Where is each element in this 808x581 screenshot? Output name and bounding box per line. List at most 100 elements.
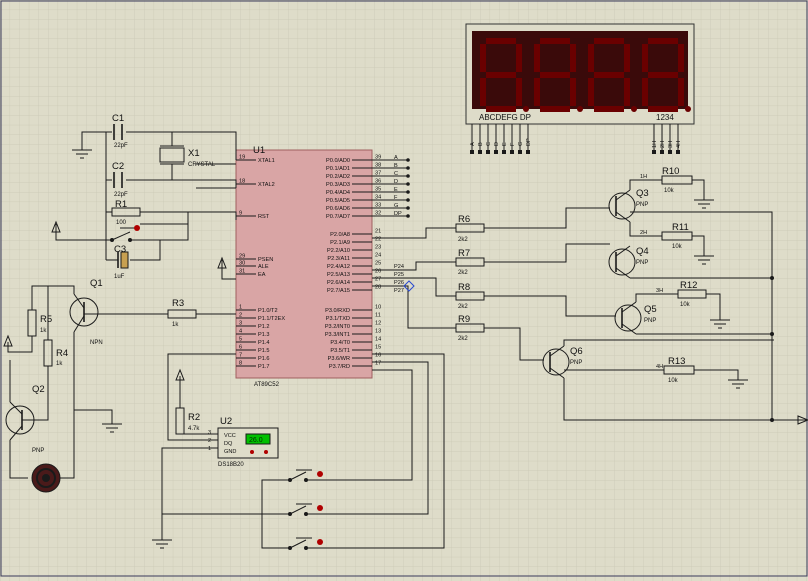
mcu-pin-name: P3.2/INT0: [325, 324, 350, 330]
display-digits: [480, 38, 691, 112]
net-1h: 1H: [640, 174, 647, 180]
disp-pin-dp: DP: [526, 138, 532, 146]
r13-ref: R13: [668, 356, 685, 367]
mcu-pin-num: 32: [375, 211, 381, 217]
reset-circuit: [51, 180, 237, 269]
mcu-pin-8: 8P1.7: [236, 361, 270, 370]
buzzer-driver: [3, 285, 236, 493]
q3-type: PNP: [636, 202, 648, 208]
r9-ref: R9: [458, 314, 470, 325]
disp-pin-c: C: [486, 142, 492, 146]
mcu-pin-name: RST: [258, 214, 270, 220]
mcu-pin-name: P0.1/AD1: [326, 166, 350, 172]
decimal-point: [577, 106, 583, 112]
mcu-pin-4: 4P1.3: [236, 329, 270, 338]
q1-ref: Q1: [90, 278, 103, 289]
mcu-pin-num: 22: [375, 237, 381, 243]
segment: [678, 44, 684, 72]
disp-pin-f: F: [510, 142, 516, 146]
mcu-pin-name: P0.0/AD0: [326, 158, 350, 164]
u2-part: DS18B20: [218, 462, 244, 468]
bus-dp: DP: [394, 211, 402, 217]
r10-value: 10k: [664, 188, 675, 194]
mcu-pin-num: 8: [239, 361, 242, 367]
display-segments-label: ABCDEFG DP: [479, 113, 531, 122]
mcu-pin-num: 10: [375, 305, 381, 311]
mcu-pin-name: ALE: [258, 264, 269, 270]
segment: [534, 44, 540, 72]
mcu-pin-num: 25: [375, 261, 381, 267]
q3-ref: Q3: [636, 188, 649, 199]
key-buttons[interactable]: [162, 353, 445, 550]
mcu-pin-name: P3.6/WR: [328, 356, 350, 362]
segment: [648, 106, 678, 112]
disp-pin-g: G: [518, 142, 524, 146]
mcu-pin-num: 34: [375, 195, 381, 201]
mcu-pin-name: P2.7/A15: [327, 288, 350, 294]
mcu-pin-name: P0.7/AD7: [326, 214, 350, 220]
u2-pin2: 2: [208, 438, 211, 444]
sensor-wiring: [152, 353, 236, 549]
mcu-pin-name: P3.4/T0: [330, 340, 350, 346]
display-digits-label: 1234: [656, 113, 674, 122]
u2-dq: DQ: [224, 441, 233, 447]
bus-c: C: [394, 171, 398, 177]
q2-ref: Q2: [32, 384, 45, 395]
mcu-u1[interactable]: U1 AT89C52 19XTAL118XTAL29RST29PSEN30ALE…: [235, 145, 381, 388]
u2-ref: U2: [220, 416, 232, 427]
segment: [480, 44, 486, 72]
mcu-pin-num: 37: [375, 171, 381, 177]
mcu-left-pins: 19XTAL118XTAL29RST29PSEN30ALE31EA1P1.0/T…: [236, 155, 285, 370]
mcu-pin-name: P3.1/TXD: [326, 316, 350, 322]
temperature-sensor-u2[interactable]: 26.0 VCC DQ GND 3 2 1: [208, 427, 279, 459]
r7-value: 2k2: [458, 270, 468, 276]
c1-ref: C1: [112, 113, 124, 124]
mcu-pin-name: P0.4/AD4: [326, 190, 350, 196]
mcu-pin-name: P2.3/A11: [327, 256, 350, 262]
mcu-pin-name: XTAL2: [258, 182, 275, 188]
mcu-pin-num: 15: [375, 345, 381, 351]
mcu-pin-name: P0.2/AD2: [326, 174, 350, 180]
seven-segment-display[interactable]: ABCDEFG DP 1234: [465, 23, 695, 125]
segment: [570, 78, 576, 106]
mcu-pin-name: P3.5/T1: [330, 348, 350, 354]
mcu-pin-num: 3: [239, 321, 242, 327]
u2-pin1: 1: [208, 446, 211, 452]
segment: [588, 78, 594, 106]
segment: [534, 78, 540, 106]
r9-value: 2k2: [458, 336, 468, 342]
c2-ref: C2: [112, 161, 124, 172]
disp-pin-1h: 1H: [652, 141, 658, 148]
segment: [642, 78, 648, 106]
segment: [480, 78, 486, 106]
mcu-pin-num: 26: [375, 269, 381, 275]
r5-ref: R5: [40, 314, 52, 325]
c2-value: 22pF: [114, 192, 128, 198]
q5-type: PNP: [644, 318, 656, 324]
digit-1: [480, 38, 529, 112]
mcu-pin-name: P1.4: [258, 340, 270, 346]
mcu-pin-num: 13: [375, 329, 381, 335]
mcu-pin-num: 31: [239, 269, 245, 275]
mcu-pin-num: 30: [239, 261, 245, 267]
mcu-pin-num: 33: [375, 203, 381, 209]
mcu-pin-num: 36: [375, 179, 381, 185]
sensor-reading: 26.0: [249, 437, 263, 444]
